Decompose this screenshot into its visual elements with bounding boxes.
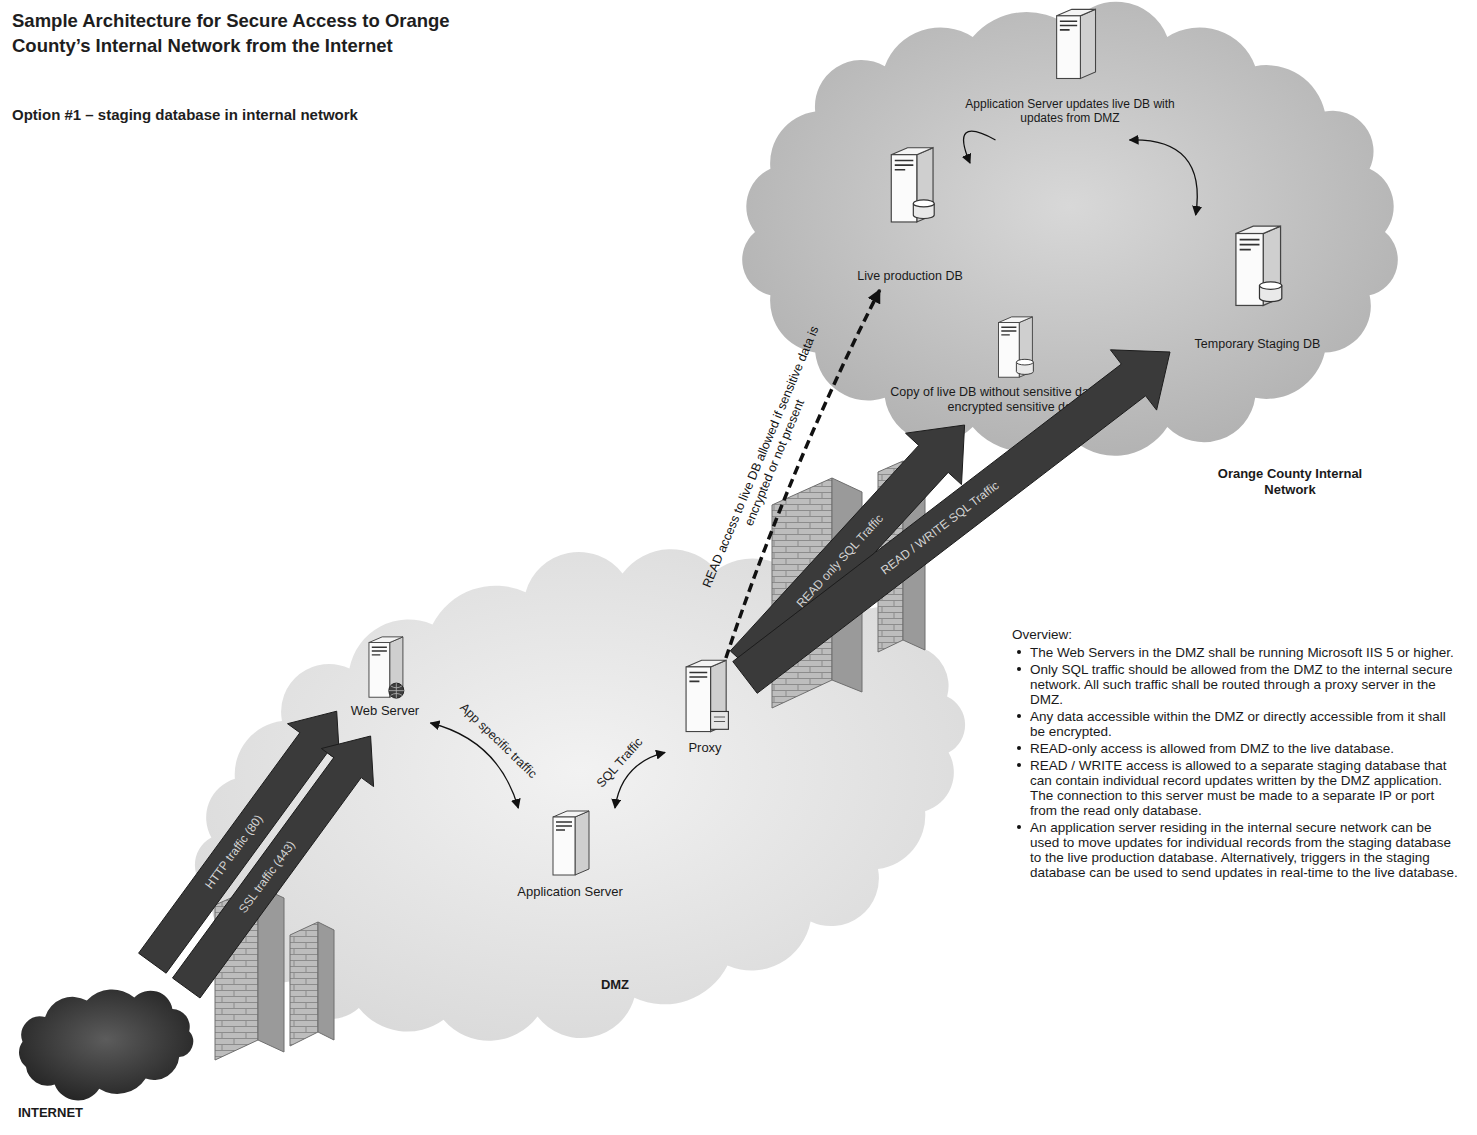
server-front [1057, 16, 1081, 79]
bullet-dot [1017, 763, 1021, 767]
node-label: Copy of live DB without sensitive data o… [884, 385, 1146, 415]
server-node: Application Server [495, 808, 645, 908]
network-cloud: Orange County Internal Network Applicatio… [720, 0, 1420, 505]
proxy-module-lines [714, 717, 725, 721]
network-cloud: DMZ Web ServerApplication Server Proxy [180, 545, 980, 1045]
node-label: INTERNET [18, 1105, 138, 1121]
server-node: Copy of live DB without sensitive data o… [875, 315, 1155, 425]
node-label: Web Server [330, 703, 440, 719]
server-icon [675, 658, 735, 736]
server-slots [689, 672, 707, 681]
diagram-title: Sample Architecture for Secure Access to… [12, 8, 492, 58]
proxy-module [711, 711, 729, 729]
server-icon [545, 808, 595, 880]
globe-lines [389, 683, 404, 698]
overview-bullet: An application server residing in the in… [1012, 820, 1464, 880]
edge-label: READ / WRITE SQL Traffic [878, 478, 1002, 577]
server-icon [1048, 5, 1102, 85]
server-top [998, 317, 1032, 323]
cloud-shape [180, 545, 980, 1045]
server-slots [372, 647, 387, 655]
server-node: Web Server [330, 635, 440, 723]
server-slots [895, 160, 914, 169]
node-label: Live production DB [850, 269, 970, 284]
server-node: Proxy [665, 658, 745, 758]
server-top [369, 637, 403, 643]
server-node: Temporary Staging DB [1170, 215, 1345, 355]
server-side [1080, 9, 1095, 78]
server-slots [1240, 240, 1260, 250]
overview-text: Only SQL traffic should be allowed from … [1030, 662, 1452, 707]
server-icon [987, 315, 1042, 381]
overview-list: The Web Servers in the DMZ shall be runn… [1012, 645, 1464, 882]
server-top [553, 811, 589, 817]
network-cloud: INTERNET [0, 975, 220, 1135]
server-front [553, 817, 575, 875]
server-slots [556, 822, 572, 830]
subtitle: Option #1 – staging database in internal… [12, 106, 652, 123]
node-label: Application Server updates live DB with … [960, 97, 1180, 126]
bullet-dot [1017, 714, 1021, 718]
server-side [390, 637, 403, 697]
server-node: Application Server updates live DB with … [960, 5, 1180, 140]
overview-text: READ / WRITE access is allowed to a sepa… [1030, 758, 1446, 818]
bullet-dot [1017, 667, 1021, 671]
server-front [686, 667, 711, 732]
server-icon [360, 635, 410, 701]
server-top [686, 660, 726, 667]
overview-bullet: READ-only access is allowed from DMZ to … [1012, 741, 1464, 756]
node-label: DMZ [585, 977, 645, 993]
server-side [575, 811, 589, 875]
node-label: Application Server [495, 884, 645, 900]
node-label: Temporary Staging DB [1170, 337, 1345, 352]
db-cylinder-top [913, 200, 934, 207]
overview-text: An application server residing in the in… [1030, 820, 1458, 880]
overview-text: Any data accessible within the DMZ or di… [1030, 709, 1446, 739]
server-slots [1001, 327, 1016, 335]
globe-symbol [389, 683, 404, 698]
db-cylinder-top [1259, 282, 1281, 289]
server-icon [1226, 219, 1288, 315]
node-label: Orange County Internal Network [1210, 466, 1370, 497]
cloud-outline [195, 549, 965, 1040]
bullet-dot [1017, 746, 1021, 750]
overview-bullet: Only SQL traffic should be allowed from … [1012, 662, 1464, 707]
overview-bullet: READ / WRITE access is allowed to a sepa… [1012, 758, 1464, 818]
node-label: Proxy [665, 740, 745, 756]
db-cylinder-top [1016, 359, 1033, 365]
cloud-outline [19, 989, 193, 1100]
overview-text: READ-only access is allowed from DMZ to … [1030, 741, 1394, 756]
server-top [891, 148, 933, 155]
server-node: Live production DB [850, 145, 970, 290]
server-top [1057, 9, 1096, 15]
server-top [1236, 226, 1281, 233]
server-slots [1060, 21, 1077, 30]
overview-heading: Overview: [1012, 627, 1462, 642]
bullet-dot [1017, 650, 1021, 654]
server-front [369, 643, 390, 698]
overview-bullet: The Web Servers in the DMZ shall be runn… [1012, 645, 1464, 660]
overview-bullet: Any data accessible within the DMZ or di… [1012, 709, 1464, 739]
overview-text: The Web Servers in the DMZ shall be runn… [1030, 645, 1454, 660]
server-icon [882, 145, 940, 227]
bullet-dot [1017, 825, 1021, 829]
cloud-outline [742, 2, 1398, 456]
